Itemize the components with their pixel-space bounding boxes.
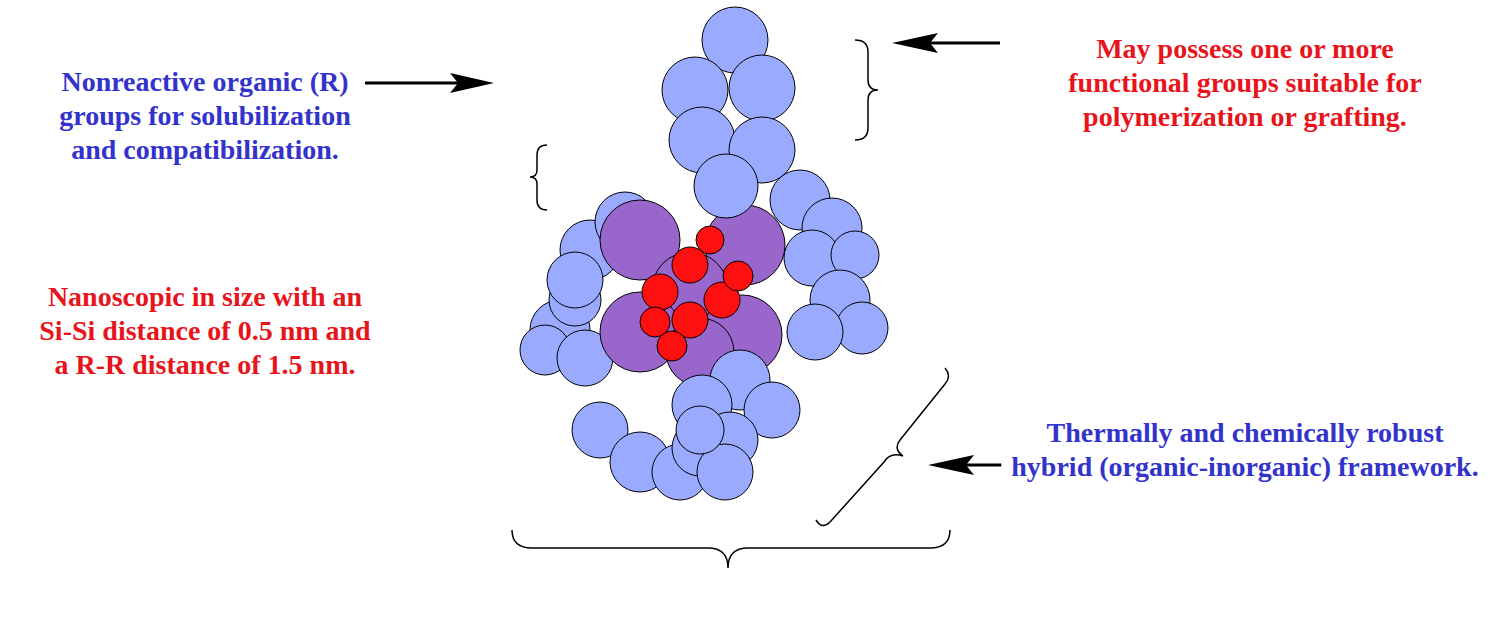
bottom-brace xyxy=(512,530,950,568)
organic-group-note: Nonreactive organic (R) groups for solub… xyxy=(57,65,353,167)
oxygen-atom xyxy=(642,274,678,310)
oxygen xyxy=(640,226,753,361)
size-note: Nanoscopic in size with an Si-Si distanc… xyxy=(8,280,402,382)
oxygen-atom xyxy=(723,261,753,291)
lower-right-brace xyxy=(816,368,949,526)
leader-arrow xyxy=(965,464,1001,467)
arrows xyxy=(365,33,1001,475)
carbon-back-atom xyxy=(787,304,843,360)
oxygen-atom xyxy=(696,226,724,254)
carbon-back xyxy=(520,170,888,500)
carbon-back-atom xyxy=(547,252,603,308)
carbon-front-atom xyxy=(729,55,795,121)
carbon-front-atom xyxy=(694,154,758,218)
carbon-front xyxy=(662,7,800,500)
leader-arrow xyxy=(930,42,1000,45)
brackets xyxy=(512,40,950,568)
functional-group-note: May possess one or more functional group… xyxy=(1025,32,1465,134)
arrowhead xyxy=(928,455,974,475)
oxygen-atom xyxy=(657,331,687,361)
carbon-front-atom xyxy=(676,406,724,454)
arrowhead xyxy=(450,73,494,93)
arrowhead xyxy=(892,33,938,53)
left-brace xyxy=(530,145,547,210)
poss-molecule xyxy=(520,7,888,500)
top-right-brace xyxy=(855,40,878,140)
framework-note: Thermally and chemically robust hybrid (… xyxy=(1005,416,1485,484)
leader-arrow xyxy=(365,82,460,85)
carbon-back-atom xyxy=(836,302,888,354)
